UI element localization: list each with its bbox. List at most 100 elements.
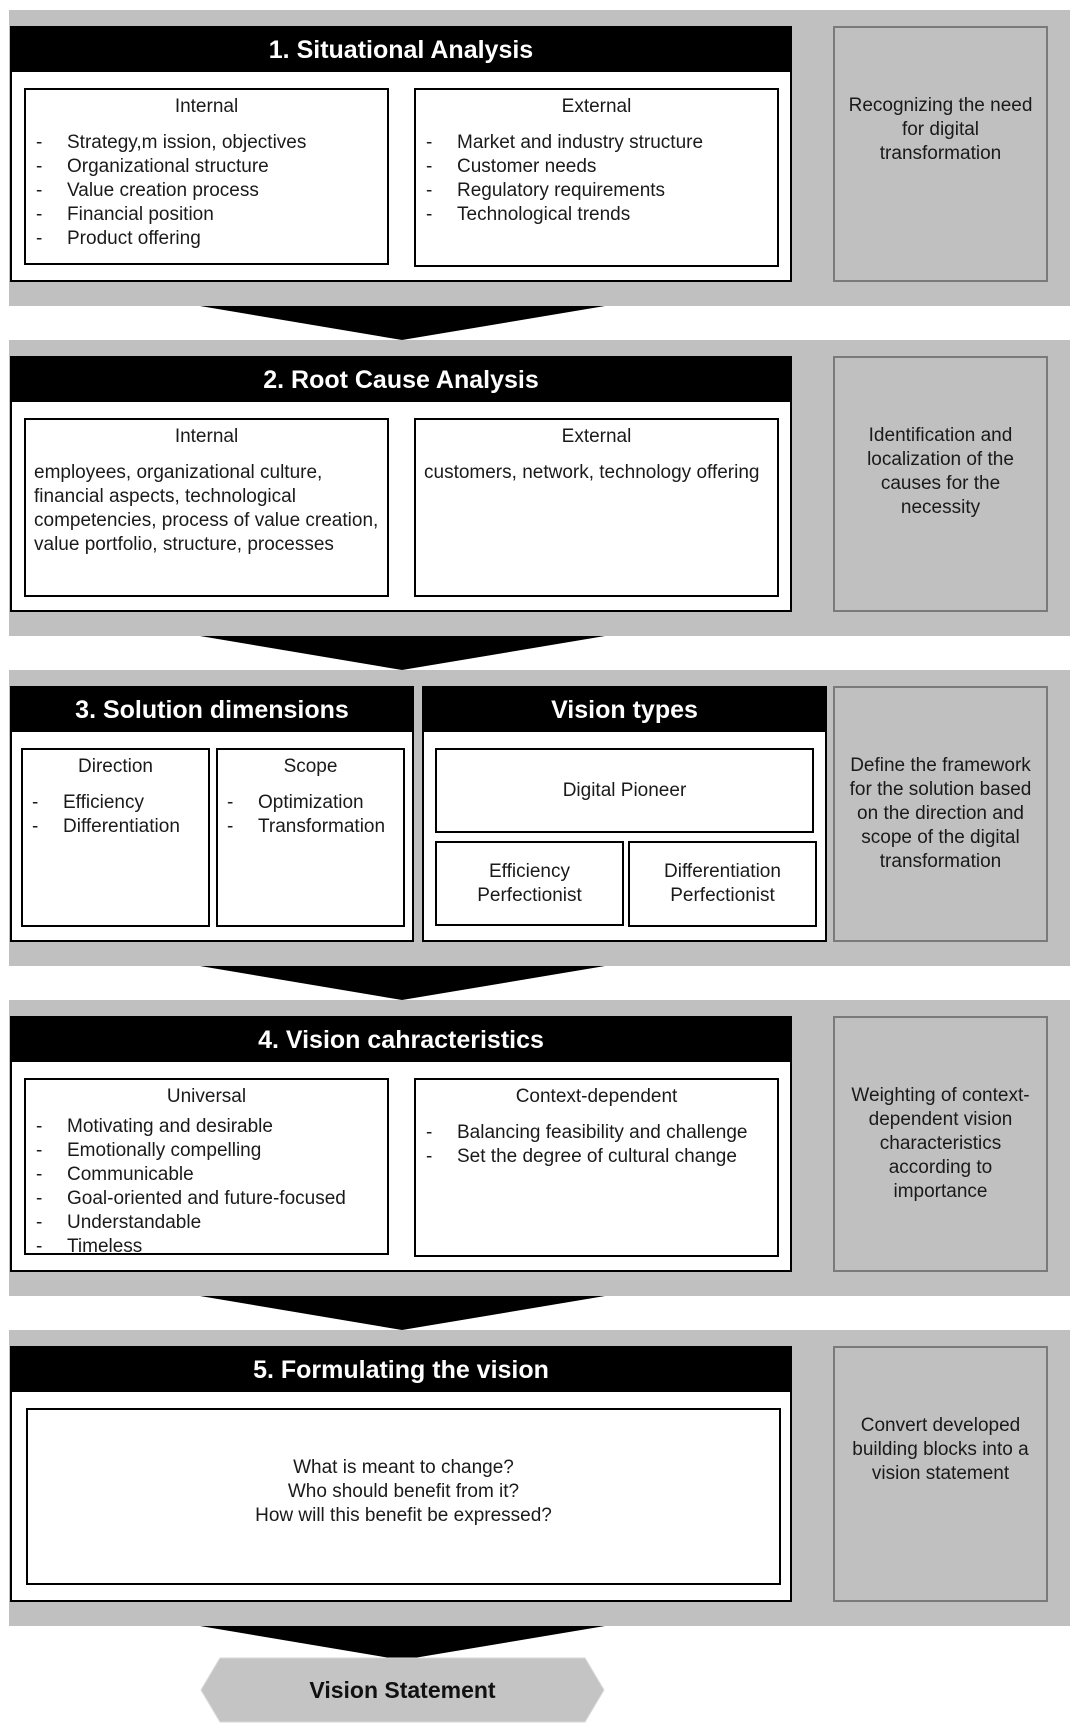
- stage-4-panel: 4. Vision cahracteristics Universal Moti…: [10, 1016, 792, 1272]
- direction-title: Direction: [78, 756, 153, 777]
- side-note-line: localization of the: [867, 449, 1014, 470]
- context-dependent-title: Context-dependent: [515, 1086, 678, 1107]
- side-note-line: scope of the digital: [861, 827, 1020, 848]
- universal-box: Universal Motivating and desirable Emoti…: [24, 1078, 389, 1259]
- context-dependent-list: Balancing feasibility and challenge Set …: [416, 1121, 777, 1169]
- differentiation-perfectionist-line: Differentiation: [664, 861, 781, 882]
- efficiency-perfectionist-line: Perfectionist: [477, 884, 582, 906]
- list-item: Market and industry structure: [426, 131, 769, 155]
- vision-question: What is meant to change?: [293, 1456, 514, 1478]
- stage-2-external-title: External: [561, 426, 632, 447]
- side-note-line: on the direction and: [857, 803, 1024, 824]
- stage-1-internal-title: Internal: [174, 96, 239, 117]
- differentiation-perfectionist-box: Differentiation Perfectionist: [628, 841, 817, 927]
- stage-2-title: 2. Root Cause Analysis: [12, 358, 790, 402]
- vision-question: How will this benefit be expressed?: [255, 1504, 552, 1526]
- stage-2-internal-box: Internal employees, organizational cultu…: [24, 418, 389, 597]
- scope-list: Optimization Transformation: [218, 791, 403, 839]
- side-note-line: for the solution based: [849, 779, 1032, 800]
- direction-list: Efficiency Differentiation: [23, 791, 208, 839]
- stage-2-internal-title: Internal: [174, 426, 239, 447]
- digital-pioneer-label: Digital Pioneer: [562, 779, 687, 801]
- scope-title: Scope: [283, 756, 338, 777]
- efficiency-perfectionist-line: Efficiency: [489, 860, 570, 882]
- list-item: Balancing feasibility and challenge: [426, 1121, 769, 1145]
- list-item: Emotionally compelling: [36, 1139, 379, 1163]
- stage-1-external-title: External: [561, 96, 632, 117]
- list-item: Financial position: [36, 203, 379, 227]
- flow-arrow-1: [200, 306, 605, 340]
- list-item: Product offering: [36, 227, 379, 251]
- side-note-line: importance: [893, 1181, 988, 1202]
- vision-question: Who should benefit from it?: [287, 1480, 520, 1502]
- side-note-line: dependent vision: [868, 1109, 1013, 1130]
- flow-arrow-2: [200, 636, 605, 670]
- stage-2-internal-text: employees, organizational culture, finan…: [34, 462, 379, 555]
- stage-1-internal-box: Internal Strategy,m ission, objectives O…: [24, 88, 389, 265]
- efficiency-perfectionist-box: Efficiency Perfectionist: [435, 841, 624, 926]
- list-item: Communicable: [36, 1163, 379, 1187]
- side-note-line: causes for the: [880, 473, 1001, 494]
- stage-1-panel: 1. Situational Analysis Internal Strateg…: [10, 26, 792, 282]
- direction-box: Direction Efficiency Differentiation: [21, 748, 210, 927]
- stage-4-title: 4. Vision cahracteristics: [12, 1018, 790, 1062]
- list-item: Goal-oriented and future-focused: [36, 1187, 379, 1211]
- context-dependent-box: Context-dependent Balancing feasibility …: [414, 1078, 779, 1257]
- stage-2-panel: 2. Root Cause Analysis Internal employee…: [10, 356, 792, 612]
- list-item: Customer needs: [426, 155, 769, 179]
- digital-pioneer-box: Digital Pioneer: [435, 748, 814, 833]
- list-item: Transformation: [227, 815, 401, 839]
- side-note-line: Recognizing the need: [848, 95, 1033, 116]
- stage-5-side-note: Convert developed building blocks into a…: [833, 1346, 1048, 1602]
- stage-3-dimensions-panel: 3. Solution dimensions Direction Efficie…: [10, 686, 414, 942]
- list-item: Timeless: [36, 1235, 379, 1259]
- universal-list: Motivating and desirable Emotionally com…: [26, 1115, 387, 1259]
- stage-1-external-list: Market and industry structure Customer n…: [416, 131, 777, 227]
- vision-types-panel: Vision types Digital Pioneer Efficiency …: [422, 686, 827, 942]
- side-note-line: for digital: [901, 119, 980, 140]
- vision-types-title: Vision types: [424, 688, 825, 732]
- list-item: Organizational structure: [36, 155, 379, 179]
- list-item: Understandable: [36, 1211, 379, 1235]
- stage-1-title: 1. Situational Analysis: [12, 28, 790, 72]
- side-note-line: building blocks into a: [852, 1439, 1029, 1460]
- list-item: Strategy,m ission, objectives: [36, 131, 379, 155]
- flow-arrow-4: [200, 1296, 605, 1330]
- side-note-line: transformation: [879, 143, 1002, 164]
- vision-statement-shape: [200, 1657, 605, 1723]
- side-note-line: Identification and: [868, 425, 1013, 446]
- side-note-line: transformation: [879, 851, 1002, 872]
- vision-questions-box: What is meant to change? Who should bene…: [26, 1408, 781, 1585]
- list-item: Optimization: [227, 791, 401, 815]
- list-item: Regulatory requirements: [426, 179, 769, 203]
- side-note-line: Weighting of context-: [851, 1085, 1030, 1106]
- differentiation-perfectionist-line: Perfectionist: [670, 885, 775, 906]
- stage-1-side-note: Recognizing the need for digital transfo…: [833, 26, 1048, 282]
- flow-arrow-5: [200, 1626, 605, 1660]
- side-note-line: according to: [888, 1157, 993, 1178]
- list-item: Value creation process: [36, 179, 379, 203]
- universal-title: Universal: [166, 1086, 247, 1107]
- stage-1-internal-list: Strategy,m ission, objectives Organizati…: [26, 131, 387, 251]
- stage-5-title: 5. Formulating the vision: [12, 1348, 790, 1392]
- list-item: Set the degree of cultural change: [426, 1145, 769, 1169]
- side-note-line: Convert developed: [860, 1415, 1021, 1436]
- stage-2-external-box: External customers, network, technology …: [414, 418, 779, 597]
- stage-2-external-text: customers, network, technology offering: [424, 462, 760, 483]
- list-item: Efficiency: [32, 791, 204, 815]
- stage-3-side-note: Define the framework for the solution ba…: [833, 686, 1048, 942]
- scope-box: Scope Optimization Transformation: [216, 748, 405, 927]
- flow-arrow-3: [200, 966, 605, 1000]
- side-note-line: characteristics: [879, 1133, 1002, 1154]
- side-note-line: vision statement: [871, 1463, 1010, 1484]
- stage-4-side-note: Weighting of context- dependent vision c…: [833, 1016, 1048, 1272]
- stage-1-external-box: External Market and industry structure C…: [414, 88, 779, 267]
- list-item: Motivating and desirable: [36, 1115, 379, 1139]
- vision-statement-label: Vision Statement: [309, 1676, 496, 1703]
- list-item: Differentiation: [32, 815, 204, 839]
- stage-5-panel: 5. Formulating the vision What is meant …: [10, 1346, 792, 1602]
- side-note-line: Define the framework: [850, 755, 1031, 776]
- list-item: Technological trends: [426, 203, 769, 227]
- stage-2-side-note: Identification and localization of the c…: [833, 356, 1048, 612]
- side-note-line: necessity: [900, 497, 981, 518]
